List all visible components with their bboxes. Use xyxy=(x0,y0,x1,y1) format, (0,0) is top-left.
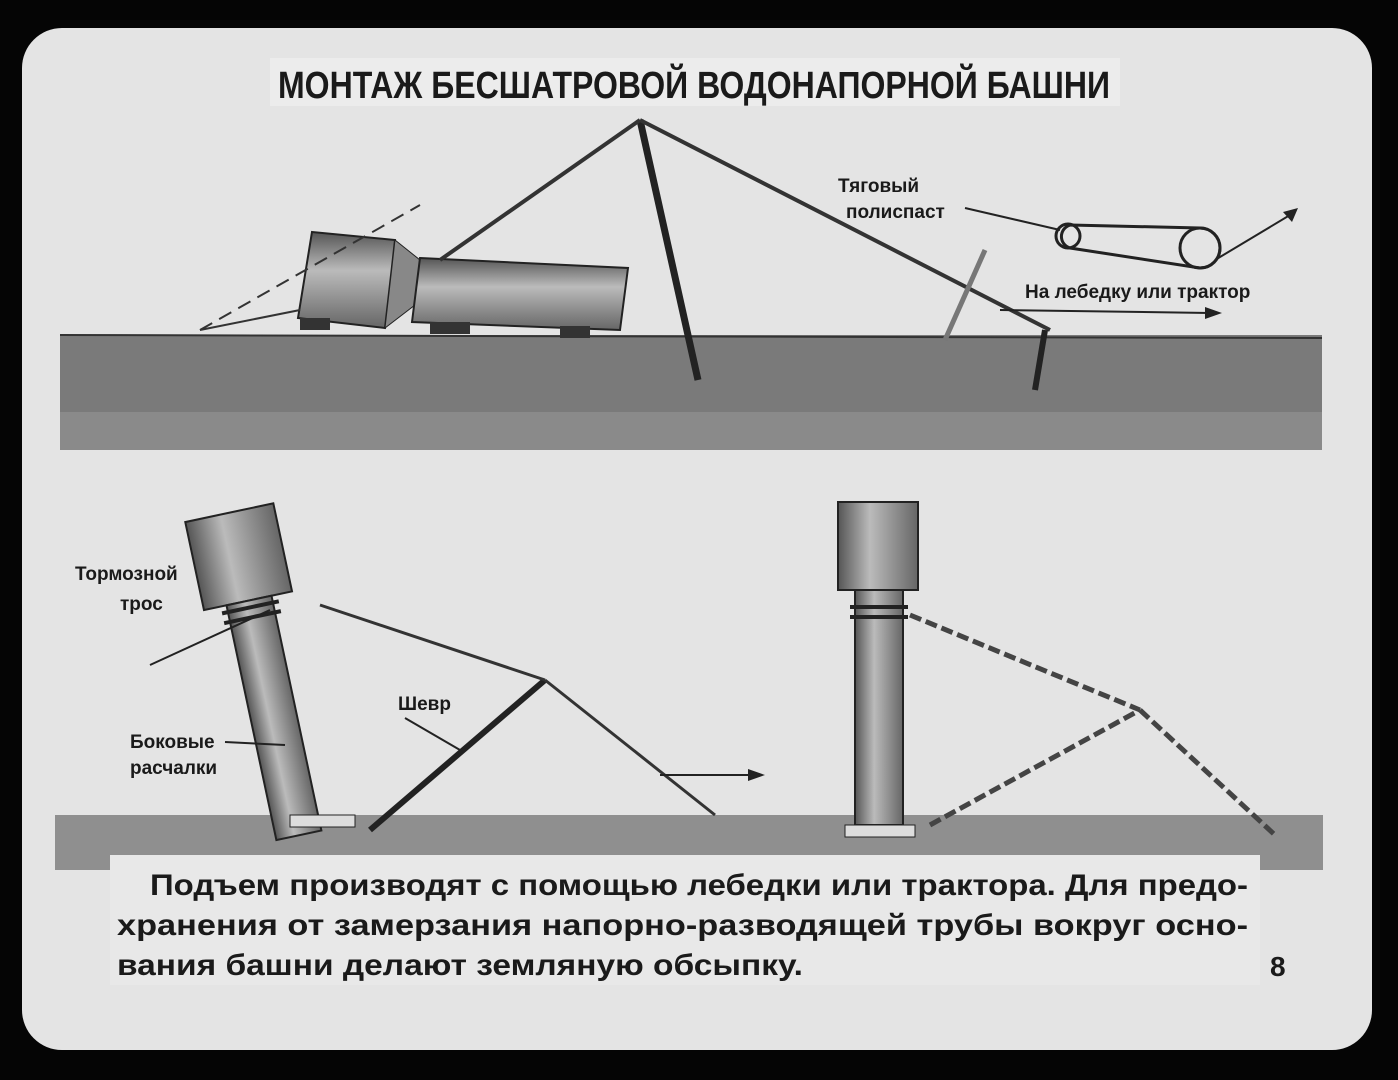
label-brake-2: трос xyxy=(120,594,163,615)
lifting-cable xyxy=(438,118,642,262)
tilted-tower xyxy=(184,502,323,842)
brake-line xyxy=(199,204,421,331)
label-gin-pole: Шевр xyxy=(398,694,451,715)
label-to-winch: На лебедку или трактор xyxy=(1025,282,1250,303)
slide-title: МОНТАЖ БЕСШАТРОВОЙ ВОДОНАПОРНОЙ БАШНИ xyxy=(278,62,1110,107)
gin-pole xyxy=(636,119,702,381)
label-guys-1: Боковые xyxy=(130,732,215,753)
ground-strip-lower xyxy=(60,412,1322,450)
label-brake-1: Тормозной xyxy=(75,564,178,585)
page-number: 8 xyxy=(1270,951,1286,982)
pulley-block xyxy=(1054,208,1298,270)
label-guys-2: расчалки xyxy=(130,758,217,779)
top-scene: Тяговый полиспаст На лебедку или трактор xyxy=(59,118,1323,450)
bottom-right-scene xyxy=(837,501,1277,838)
caption-line-2: хранения от замерзания напорно-разводяще… xyxy=(117,909,1248,942)
tank xyxy=(837,501,919,591)
title-band xyxy=(270,58,1120,106)
anchor xyxy=(1032,329,1048,391)
caption-line-1: Подъем производят с помощью лебедки или … xyxy=(150,869,1248,902)
to-winch-arrow xyxy=(999,309,1211,314)
lying-tower xyxy=(296,230,630,338)
gin-pole-bottom xyxy=(368,677,547,833)
label-tackle-1: Тяговый xyxy=(838,176,919,197)
upright-tower xyxy=(854,589,904,826)
pulling-cable xyxy=(639,118,1051,332)
caption-line-3: вания башни делают земляную обсыпку. xyxy=(117,949,803,982)
caption-box xyxy=(110,855,1260,985)
label-tackle-2: полиспаст xyxy=(846,202,945,223)
